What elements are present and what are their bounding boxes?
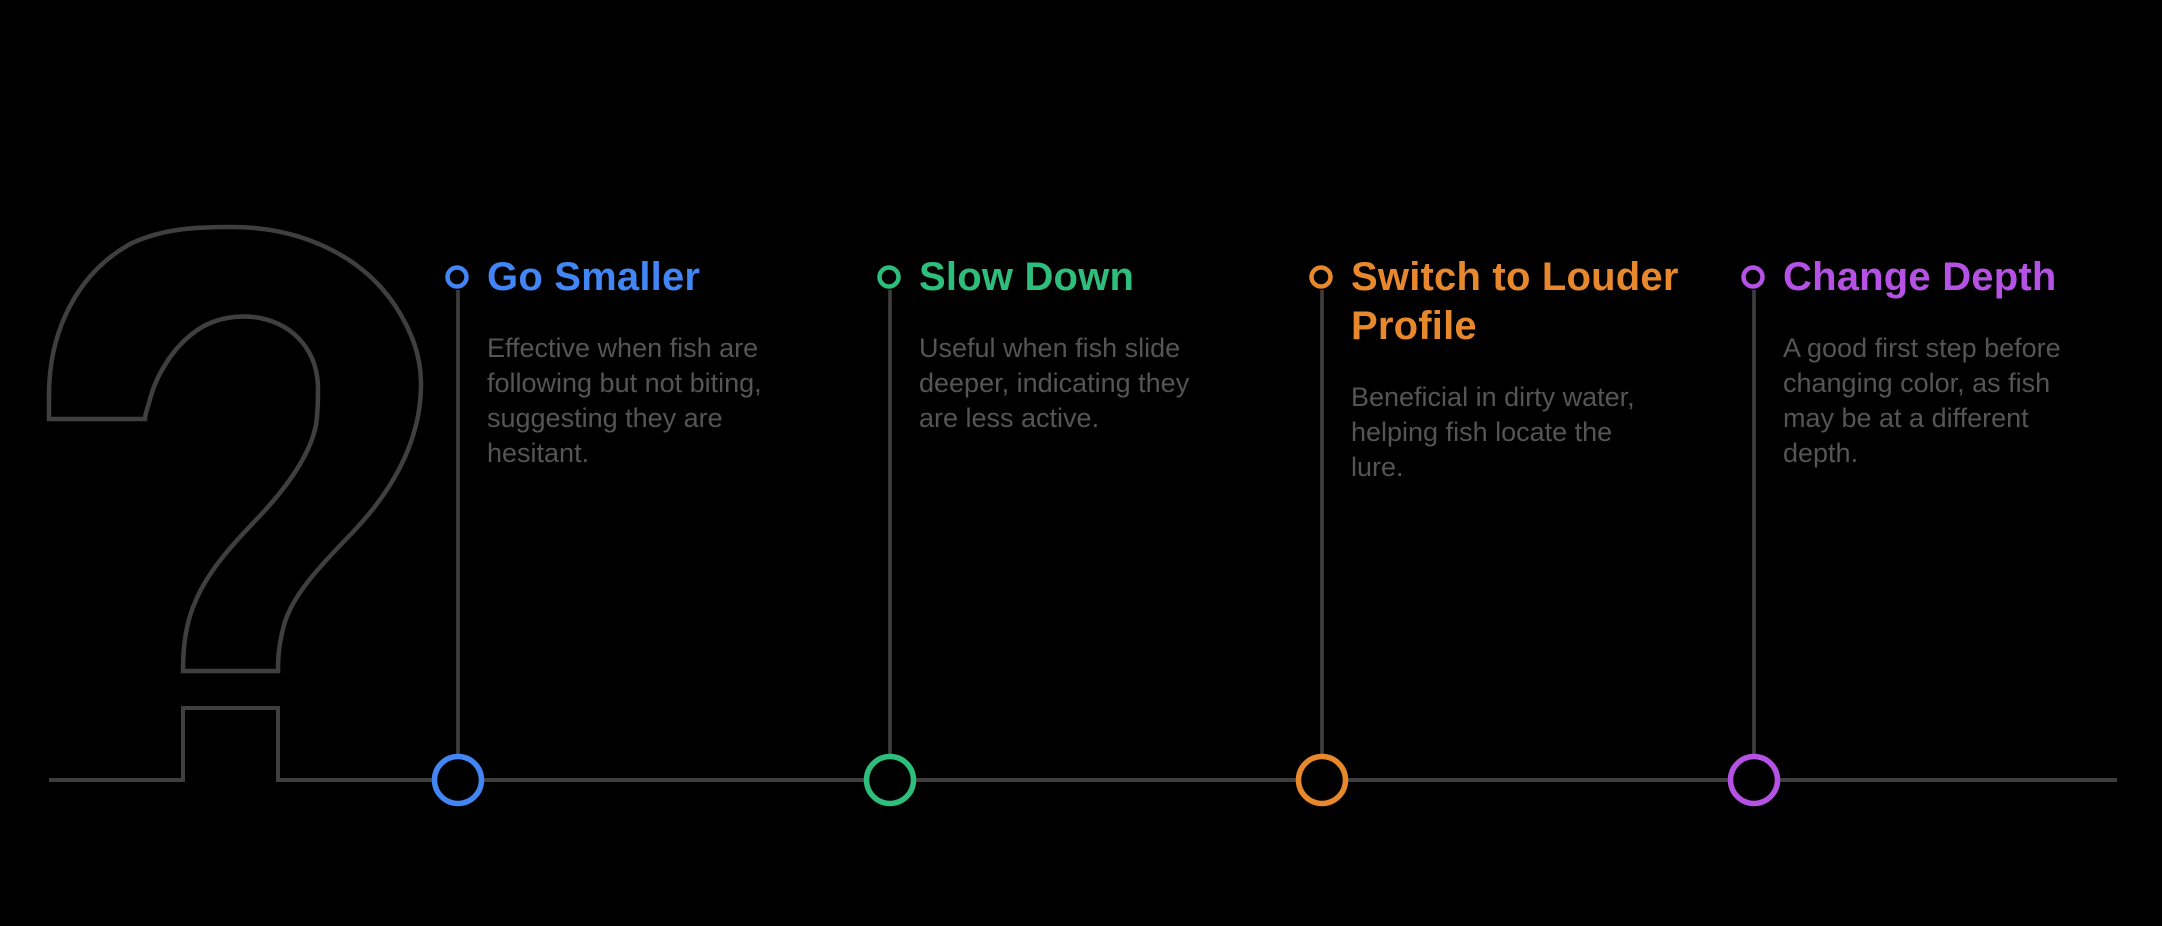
item-description: Effective when fish are following but no… xyxy=(487,333,762,468)
item-description: A good first step before changing color,… xyxy=(1783,333,2061,468)
question-mark-icon xyxy=(46,224,424,674)
item-bullet-circle xyxy=(1741,265,1765,289)
item-bullet-circle xyxy=(445,265,469,289)
timeline-item: Switch to Louder Profile Beneficial in d… xyxy=(1351,253,1721,485)
timeline-item: Change Depth A good first step before ch… xyxy=(1783,253,2153,471)
timeline-node-circle xyxy=(431,753,485,807)
item-title: Change Depth xyxy=(1783,255,2057,299)
item-description: Beneficial in dirty water, helping fish … xyxy=(1351,382,1635,482)
item-bullet-circle xyxy=(877,265,901,289)
item-title: Switch to Louder Profile xyxy=(1351,255,1679,348)
item-title: Go Smaller xyxy=(487,255,701,299)
timeline-line xyxy=(49,706,2117,782)
item-bullet-circle xyxy=(1309,265,1333,289)
timeline-node-circle xyxy=(863,753,917,807)
timeline-item: Go Smaller Effective when fish are follo… xyxy=(487,253,857,471)
timeline-node-circle xyxy=(1727,753,1781,807)
timeline-item: Slow Down Useful when fish slide deeper,… xyxy=(919,253,1289,436)
timeline-node-circle xyxy=(1295,753,1349,807)
item-title: Slow Down xyxy=(919,255,1135,299)
item-description: Useful when fish slide deeper, indicatin… xyxy=(919,333,1190,433)
